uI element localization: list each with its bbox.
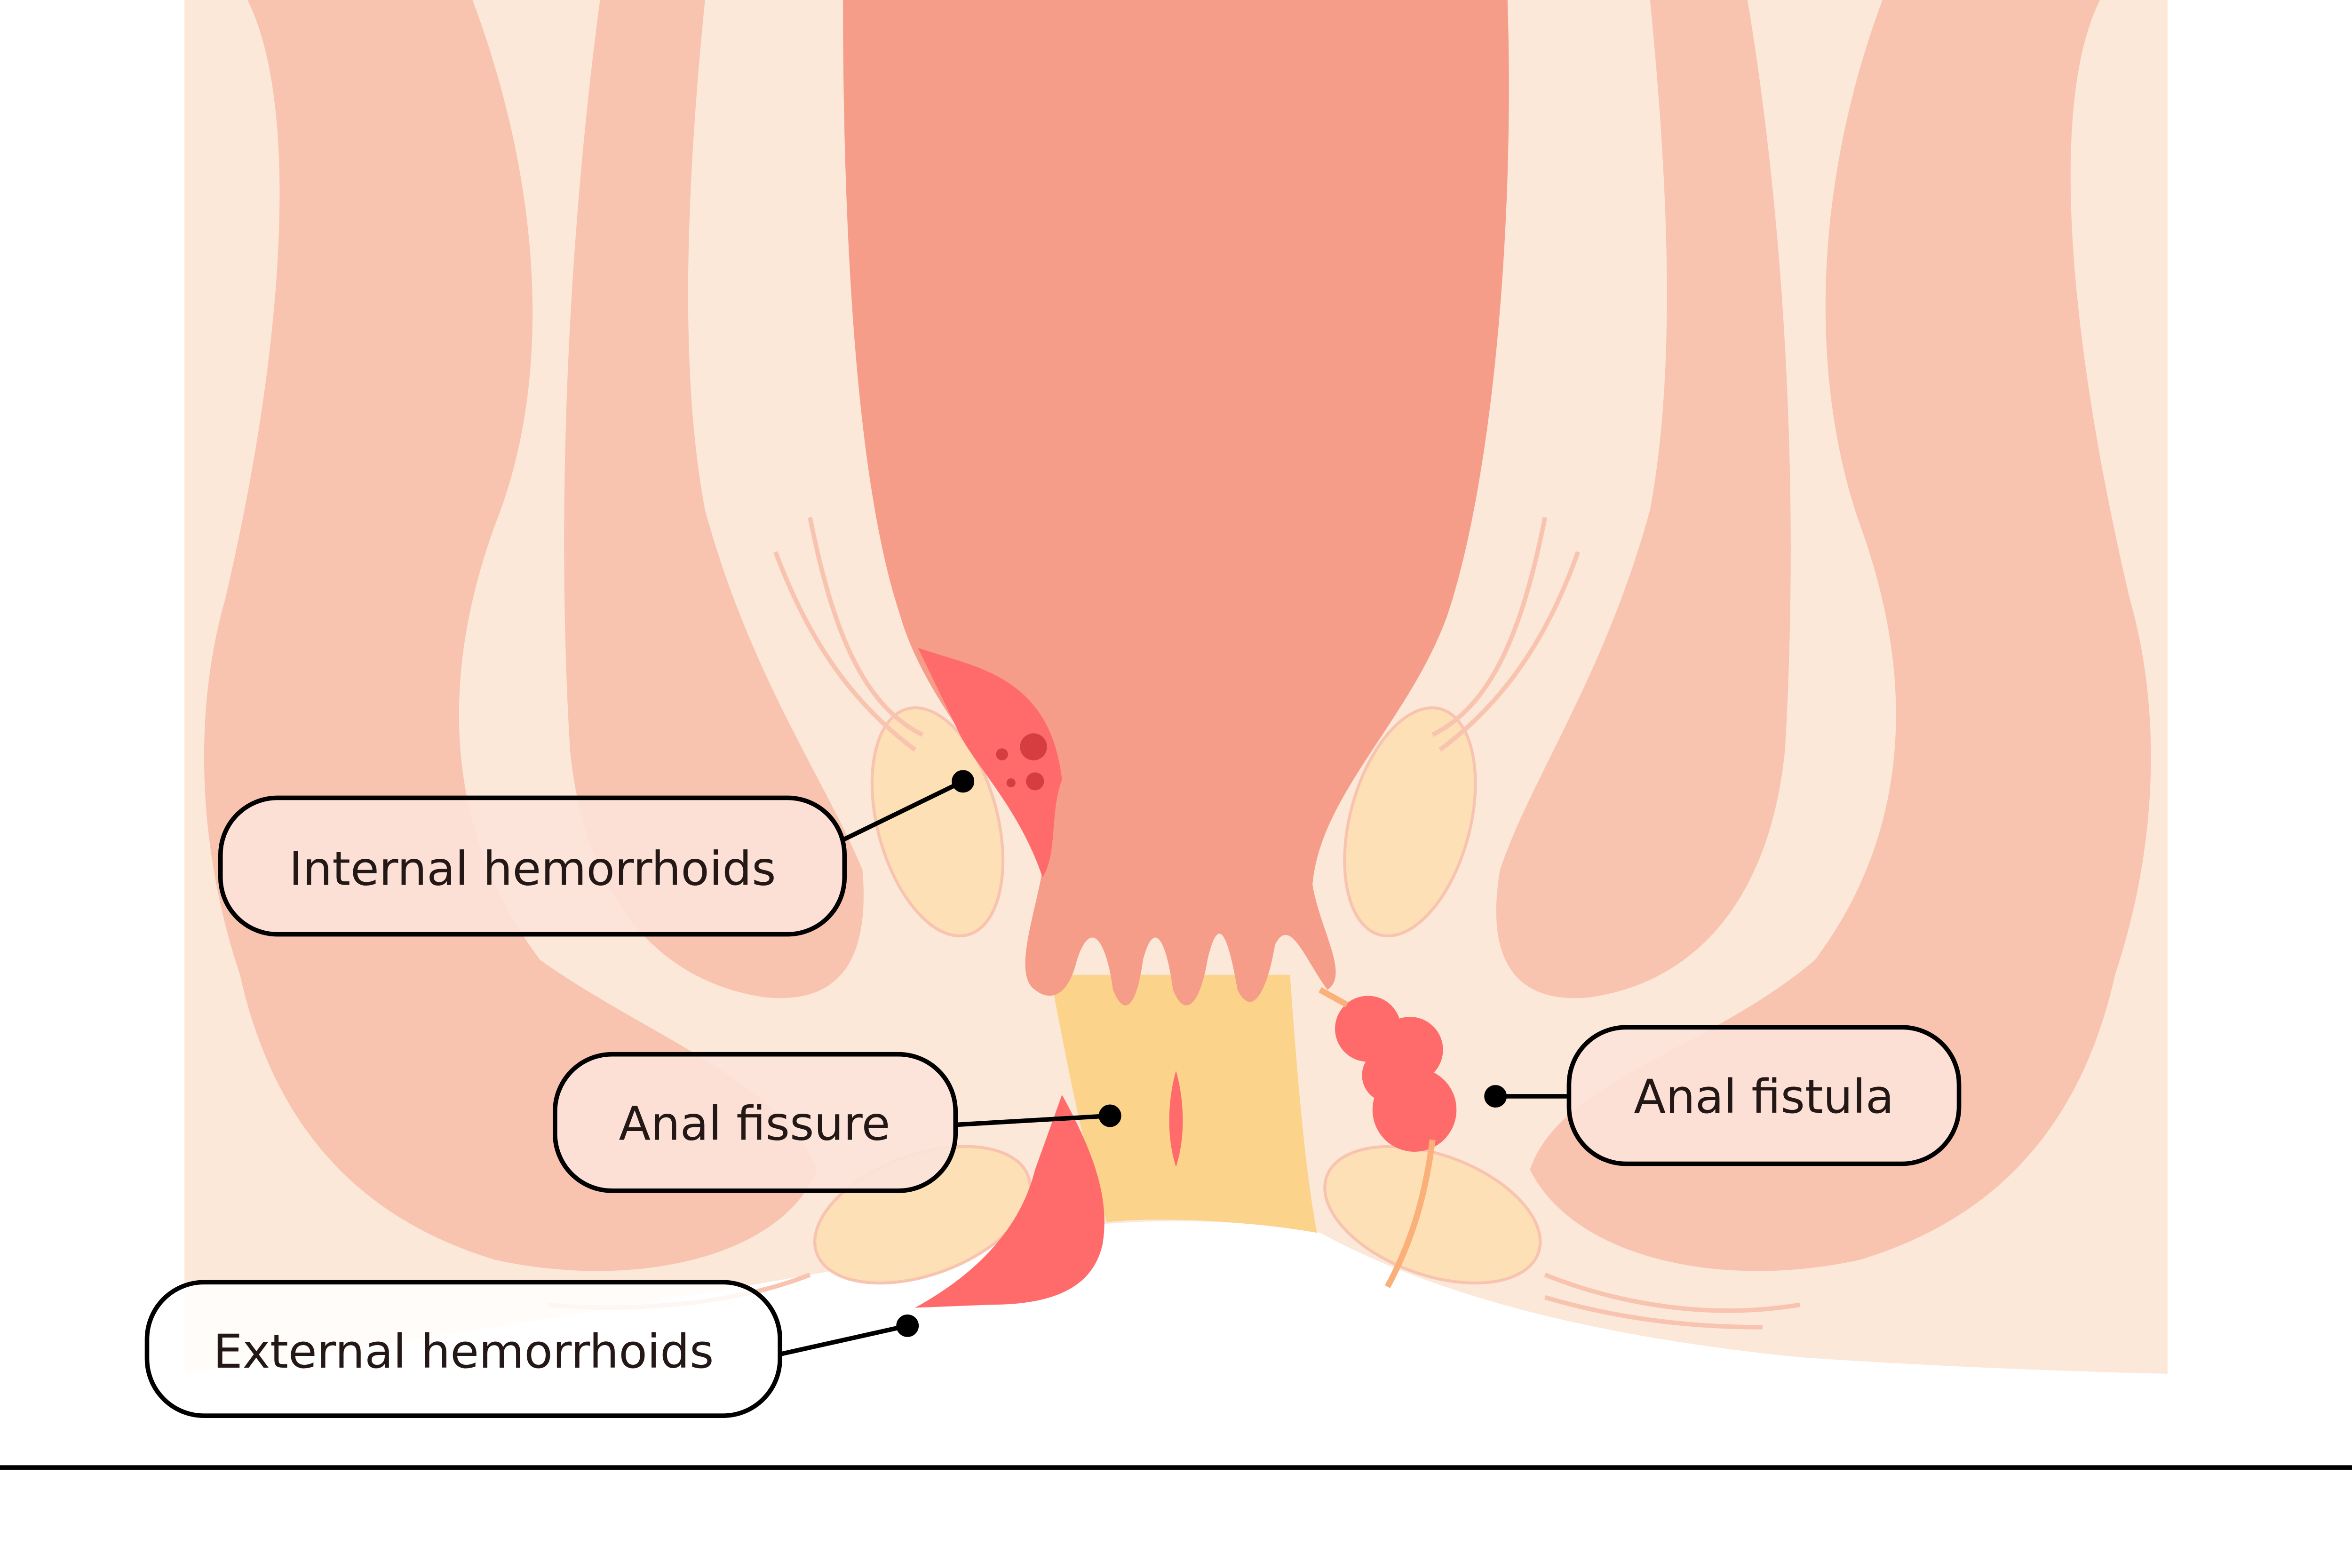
label-anal-fissure: Anal fissure <box>553 1052 958 1193</box>
anal-canal <box>1050 974 1317 1233</box>
nerve-lines <box>547 517 1801 1330</box>
external-hemorrhoid <box>915 1094 1104 1308</box>
anorectal-diagram: Internal hemorrhoids Anal fissure Anal f… <box>0 0 2352 1470</box>
label-text: Anal fistula <box>1634 1070 1894 1124</box>
label-text: Anal fissure <box>619 1097 890 1151</box>
anal-fistula <box>1335 996 1457 1152</box>
label-anal-fistula: Anal fistula <box>1566 1025 1962 1166</box>
callout-leaders <box>779 770 1569 1357</box>
label-text: Internal hemorrhoids <box>289 842 776 896</box>
label-external-hemorrhoids: External hemorrhoids <box>144 1280 782 1418</box>
right-levator-muscle <box>1496 0 1791 998</box>
right-external-sphincter <box>1530 0 2151 1271</box>
label-internal-hemorrhoids: Internal hemorrhoids <box>218 795 847 937</box>
left-levator-muscle <box>564 0 864 998</box>
internal-hemorrhoid <box>918 648 1062 878</box>
fissure-tear <box>1169 1070 1183 1167</box>
left-external-sphincter <box>204 0 818 1271</box>
label-text: External hemorrhoids <box>213 1325 714 1379</box>
bottom-border <box>0 1465 2352 1470</box>
fistula-tract <box>1319 987 1436 1288</box>
fat-tissue <box>813 706 1542 1285</box>
